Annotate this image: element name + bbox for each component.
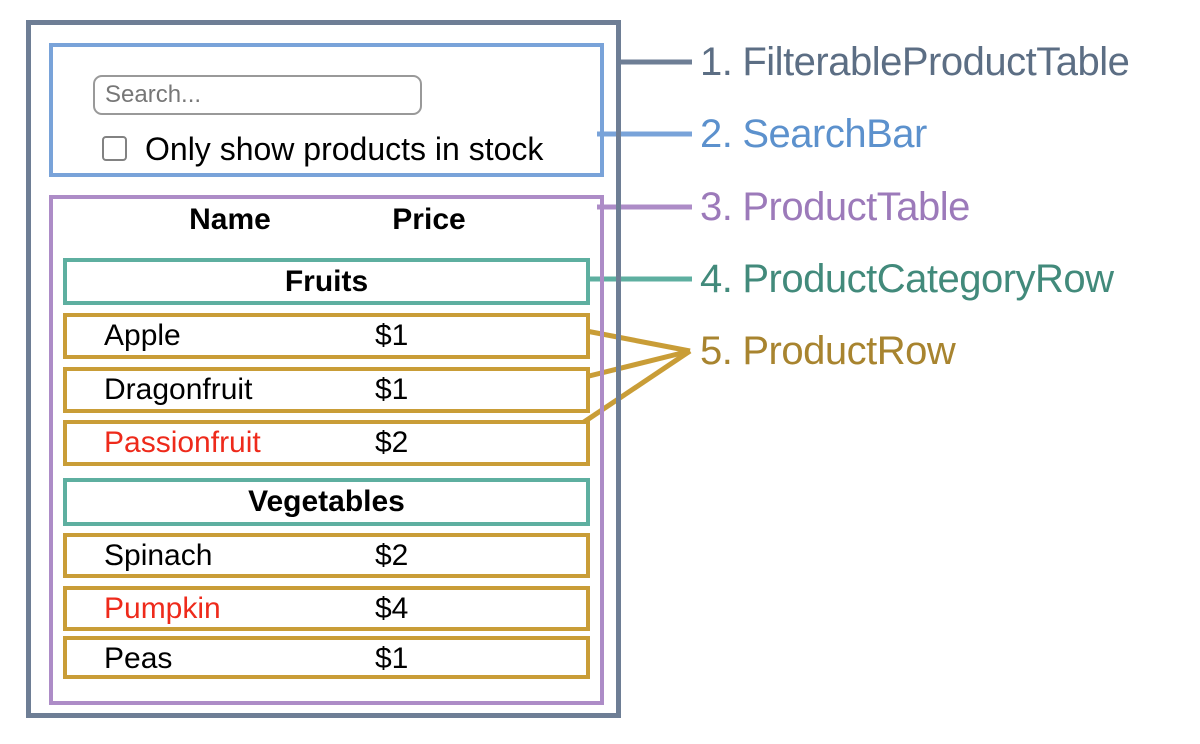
product-category-row-fruits: Fruits: [63, 258, 590, 305]
product-name: Dragonfruit: [104, 373, 253, 406]
product-price: $1: [375, 642, 409, 675]
product-name: Spinach: [104, 539, 213, 572]
category-label: Fruits: [284, 264, 369, 298]
annotation-label: ProductTable: [742, 185, 970, 229]
product-row: Dragonfruit $1: [63, 367, 590, 413]
product-row: Pumpkin $4: [63, 586, 590, 631]
annotation-number: 2.: [700, 112, 733, 156]
table-header-row: Name Price: [53, 203, 600, 237]
annotation-product-table: 3.ProductTable: [700, 183, 970, 231]
product-name-out-of-stock: Passionfruit: [104, 426, 261, 459]
annotation-product-category-row: 4.ProductCategoryRow: [700, 255, 1114, 303]
product-row: Apple $1: [63, 313, 590, 359]
annotation-label: FilterableProductTable: [742, 40, 1130, 84]
product-name: Peas: [104, 642, 173, 675]
annotation-label: ProductCategoryRow: [742, 257, 1114, 301]
filterable-product-table-box: Only show products in stock Name Price F…: [26, 20, 621, 718]
product-table-box: Name Price Fruits Apple $1 Dragonfruit $…: [49, 195, 604, 705]
annotation-label: SearchBar: [742, 112, 927, 156]
annotation-filterable-product-table: 1.FilterableProductTable: [700, 38, 1130, 86]
product-row: Peas $1: [63, 636, 590, 679]
column-header-price: Price: [392, 203, 466, 236]
product-price: $2: [375, 426, 409, 459]
annotation-number: 5.: [700, 329, 733, 373]
annotation-number: 1.: [700, 40, 733, 84]
product-name: Apple: [104, 319, 181, 352]
search-bar-box: Only show products in stock: [49, 43, 604, 177]
product-price: $1: [375, 319, 409, 352]
in-stock-checkbox[interactable]: [102, 136, 127, 161]
product-category-row-vegetables: Vegetables: [63, 478, 590, 526]
product-price: $2: [375, 539, 409, 572]
product-name-out-of-stock: Pumpkin: [104, 592, 221, 625]
column-header-name: Name: [189, 203, 271, 236]
product-price: $4: [375, 592, 409, 625]
annotation-number: 4.: [700, 257, 733, 301]
product-row: Spinach $2: [63, 533, 590, 578]
category-label: Vegetables: [248, 485, 405, 518]
annotation-label: ProductRow: [742, 329, 956, 373]
annotation-search-bar: 2.SearchBar: [700, 110, 927, 158]
annotation-number: 3.: [700, 185, 733, 229]
in-stock-checkbox-label: Only show products in stock: [145, 131, 544, 167]
annotation-product-row: 5.ProductRow: [700, 327, 956, 375]
search-input[interactable]: [93, 75, 422, 115]
product-row: Passionfruit $2: [63, 420, 590, 466]
product-price: $1: [375, 373, 409, 406]
